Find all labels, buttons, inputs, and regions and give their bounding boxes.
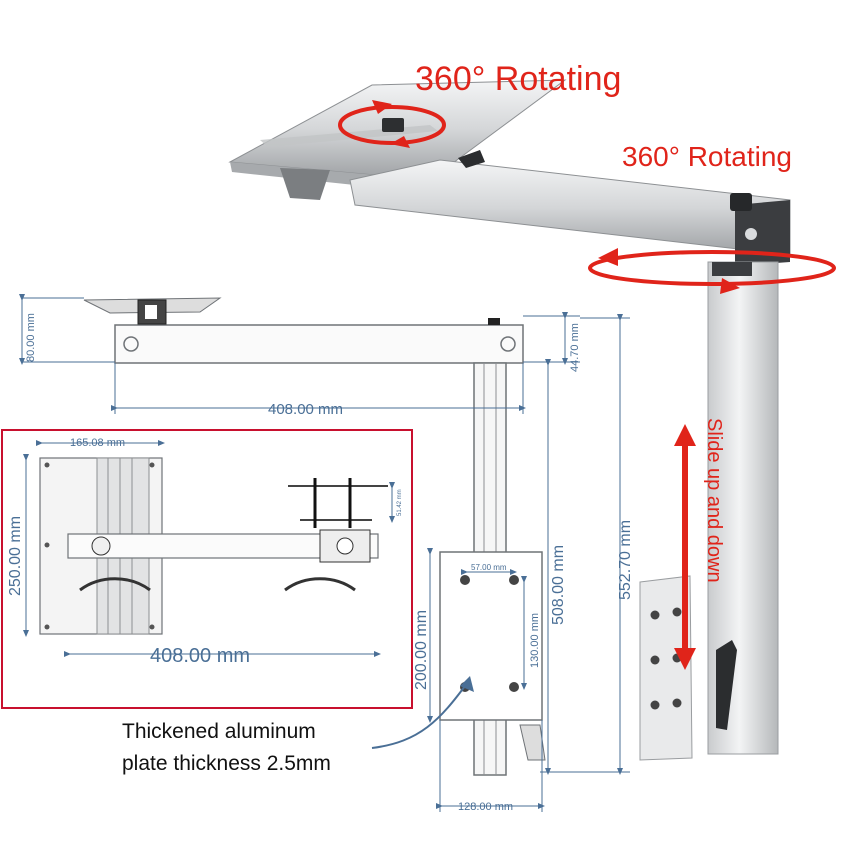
dim-hole-spacing-x: 57.00 mm	[471, 563, 507, 572]
dim-hole-spacing-y: 130.00 mm	[529, 613, 541, 668]
rotate-label-side: 360° Rotating	[622, 141, 792, 172]
plan-dimension-lines	[23, 440, 395, 657]
dim-plate-width: 165.08 mm	[70, 437, 125, 449]
dim-arm-length-plan: 408.00 mm	[150, 645, 250, 667]
dim-clamp-small: 51.42 mm	[397, 489, 403, 516]
rotate-arrow-side	[588, 248, 836, 294]
dim-bracket-height: 44.70 mm	[569, 323, 581, 372]
dimension-lines	[19, 294, 630, 812]
dim-column-height: 508.00 mm	[550, 545, 567, 625]
callout-text: Thickened aluminum plate thickness 2.5mm	[122, 716, 331, 780]
dim-top-height: 80.00 mm	[25, 313, 37, 362]
dim-overall-height: 552.70 mm	[617, 520, 634, 600]
rotate-arrow-top	[338, 100, 446, 148]
plan-view-inset	[1, 429, 413, 709]
rotate-label-top: 360° Rotating	[415, 60, 621, 98]
callout-line-2: plate thickness 2.5mm	[122, 752, 331, 775]
dim-arm-length-top: 408.00 mm	[268, 401, 343, 418]
photo-arm	[349, 150, 791, 266]
slide-label: Slide up and down	[703, 418, 725, 583]
callout-arrow	[371, 676, 474, 749]
photo-column	[639, 261, 779, 761]
slide-arrow	[674, 424, 696, 670]
dim-mount-width: 128.00 mm	[458, 801, 513, 813]
dim-plate-height: 250.00 mm	[7, 516, 24, 596]
dim-mount-height: 200.00 mm	[413, 610, 430, 690]
callout-line-1: Thickened aluminum	[122, 720, 316, 743]
